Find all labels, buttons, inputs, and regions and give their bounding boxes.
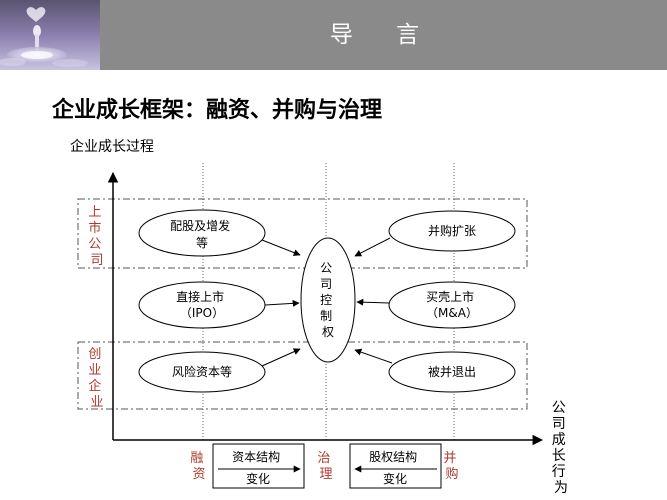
node-mna-expansion: 并购扩张 xyxy=(388,210,516,252)
arrow-reverse-merger-to-control xyxy=(356,298,390,306)
y-axis-label: 企业成长过程 xyxy=(70,138,154,155)
svg-text:配股及增发 等: 配股及增发 等 xyxy=(170,218,234,250)
svg-text:资本结构 变化: 资本结构 变化 xyxy=(232,449,284,486)
row-label-listed: 上 市 公 司 xyxy=(88,205,105,268)
water-drop-photo xyxy=(0,0,100,70)
x-axis-label: 公 司 成 长 行 为 xyxy=(552,400,570,496)
svg-text:公 司 控: 公 司 控 制 权 xyxy=(320,261,336,339)
svg-text:直接上市 （IPO）: 直接上市 （IPO） xyxy=(176,289,228,320)
slide-subtitle: 企业成长框架：融资、并购与治理 xyxy=(52,98,383,123)
header-bar xyxy=(0,0,667,70)
svg-text:风险资本等: 风险资本等 xyxy=(172,364,232,379)
row-label-startup: 创 业 企 业 xyxy=(88,347,105,410)
node-corporate-control: 公 司 控 制 权 xyxy=(300,237,356,363)
bottom-label-financing: 融 资 xyxy=(190,451,207,482)
node-vc: 风险资本等 xyxy=(138,351,266,393)
node-reverse-merger: 买壳上市 （M&A） xyxy=(388,281,516,329)
bottom-label-mna: 并 购 xyxy=(443,451,460,482)
node-seo: 配股及增发 等 xyxy=(138,209,266,257)
equity-structure-change-box: 股权结构 变化 xyxy=(349,443,442,489)
svg-text:被并退出: 被并退出 xyxy=(428,365,476,379)
node-acquired-exit: 被并退出 xyxy=(388,351,516,393)
startup-band xyxy=(77,341,528,410)
arrow-seo-to-control xyxy=(261,239,301,256)
arrow-ipo-to-control xyxy=(264,299,300,307)
svg-text:股权结构 变化: 股权结构 变化 xyxy=(369,449,421,486)
arrow-mna-to-control xyxy=(354,237,391,257)
svg-text:并购扩张: 并购扩张 xyxy=(428,223,476,238)
bottom-label-governance: 治 理 xyxy=(317,451,334,482)
capital-structure-change-box: 资本结构 变化 xyxy=(212,443,305,489)
arrow-exit-to-control xyxy=(354,348,393,364)
node-ipo: 直接上市 （IPO） xyxy=(138,281,266,329)
arrow-vc-to-control xyxy=(261,348,301,367)
svg-text:买壳上市 （M&A）: 买壳上市 （M&A） xyxy=(426,289,478,320)
listed-company-band xyxy=(77,198,528,269)
header-title: 导 言 xyxy=(329,22,438,48)
